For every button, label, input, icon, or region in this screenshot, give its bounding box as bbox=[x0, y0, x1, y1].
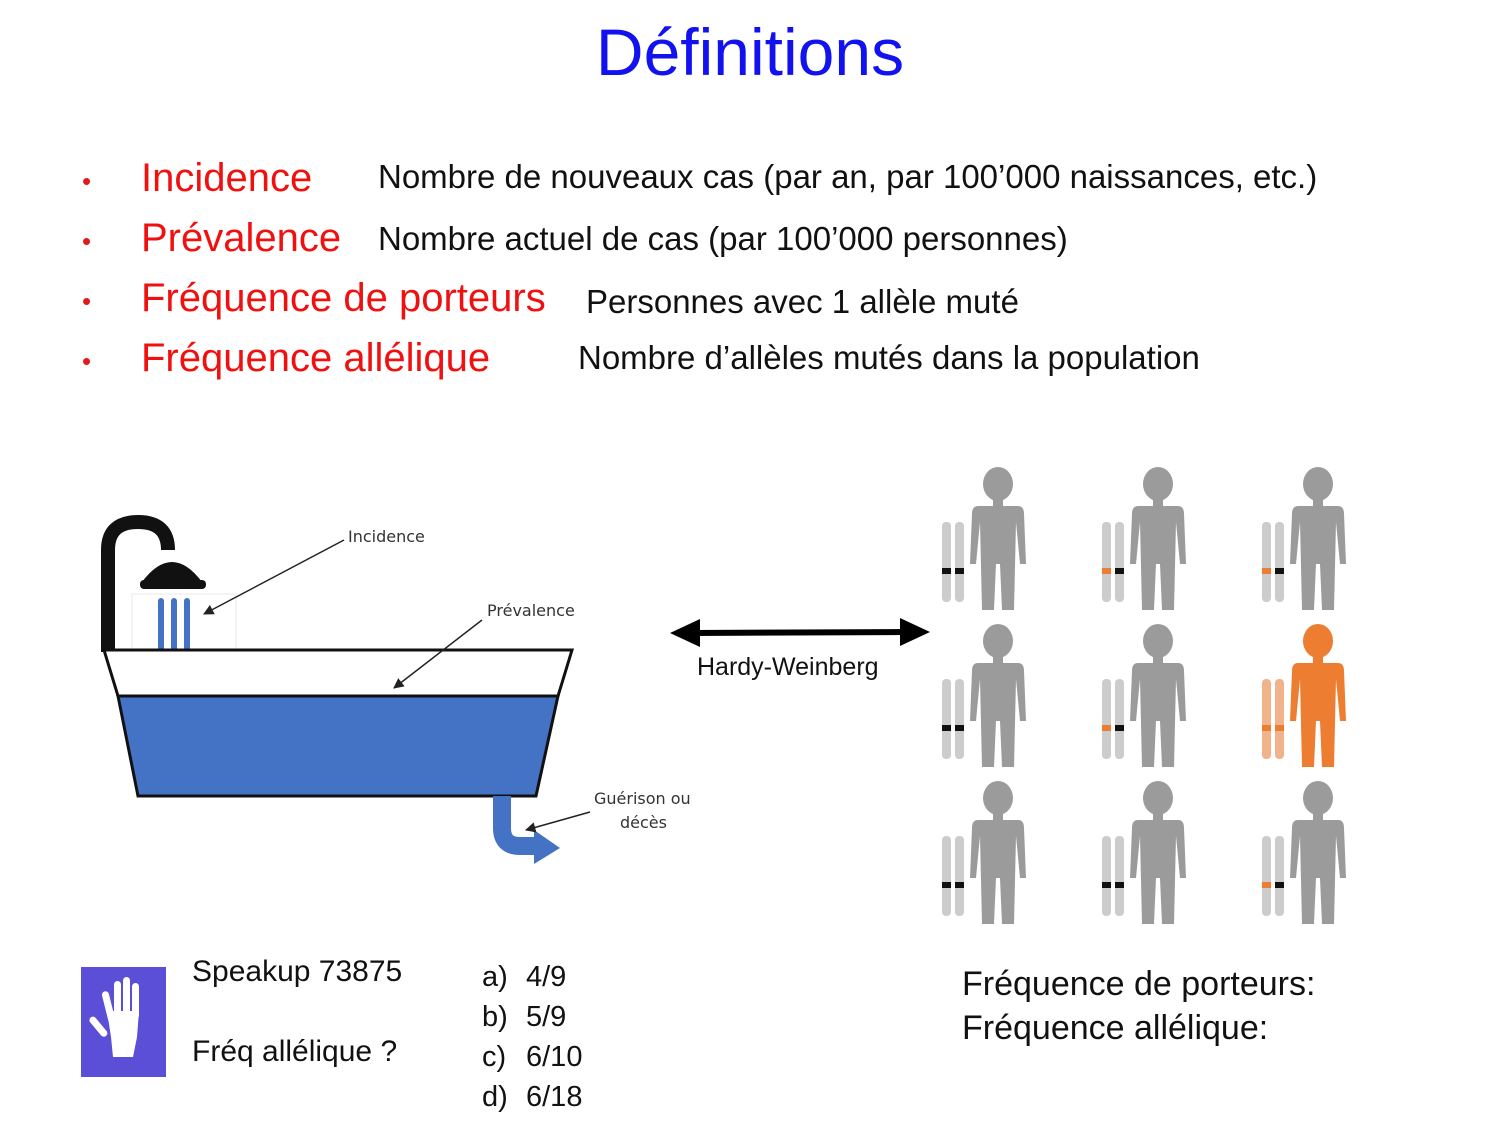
person-with-chromosomes bbox=[1262, 624, 1346, 767]
person-with-chromosomes bbox=[1262, 467, 1346, 610]
person-with-chromosomes bbox=[942, 624, 1026, 767]
person-icon bbox=[1290, 624, 1346, 767]
speakup-code: Speakup 73875 bbox=[192, 955, 403, 988]
raised-hand-icon bbox=[81, 967, 166, 1077]
person-icon bbox=[1130, 781, 1186, 924]
person-with-chromosomes bbox=[1102, 781, 1186, 924]
term-allelic-frequency: Fréquence allélique bbox=[141, 336, 491, 380]
person-with-chromosomes bbox=[1102, 624, 1186, 767]
double-arrow-icon bbox=[670, 618, 930, 647]
answer-list: a)4/9 b)5/9 c)6/10 d)6/18 bbox=[482, 957, 582, 1117]
outflow-label: Guérison ou bbox=[594, 789, 691, 808]
answer-option[interactable]: b)5/9 bbox=[482, 1001, 567, 1033]
person-with-chromosomes bbox=[942, 781, 1026, 924]
chromosome-icon bbox=[1102, 836, 1124, 916]
bullet: • bbox=[82, 166, 92, 196]
allelic-frequency-label: Fréquence allélique: bbox=[962, 1009, 1269, 1047]
person-icon bbox=[1290, 781, 1346, 924]
incidence-label: Incidence bbox=[348, 527, 425, 546]
chromosome-icon bbox=[942, 836, 964, 916]
bullet: • bbox=[82, 286, 92, 316]
shower-icon bbox=[101, 514, 237, 664]
carrier-frequency-label: Fréquence de porteurs: bbox=[962, 965, 1316, 1003]
bullet: • bbox=[82, 346, 92, 376]
definition-carrier-frequency: Personnes avec 1 allèle muté bbox=[586, 283, 1019, 320]
term-carrier-frequency: Fréquence de porteurs bbox=[141, 276, 546, 320]
answer-option[interactable]: a)4/9 bbox=[482, 961, 567, 993]
term-prevalence: Prévalence bbox=[141, 216, 342, 260]
person-icon bbox=[1290, 467, 1346, 610]
chromosome-icon bbox=[1262, 836, 1284, 916]
answer-option[interactable]: c)6/10 bbox=[482, 1041, 583, 1073]
person-icon bbox=[970, 467, 1026, 610]
definition-prevalence: Nombre actuel de cas (par 100’000 person… bbox=[378, 220, 1068, 257]
person-with-chromosomes bbox=[942, 467, 1026, 610]
person-icon bbox=[1130, 467, 1186, 610]
person-with-chromosomes bbox=[1102, 467, 1186, 610]
chromosome-icon bbox=[1102, 679, 1124, 759]
chromosome-icon bbox=[942, 522, 964, 602]
bathtub-diagram bbox=[101, 514, 591, 864]
definition-allelic-frequency: Nombre d’allèles mutés dans la populatio… bbox=[578, 339, 1200, 376]
person-icon bbox=[970, 624, 1026, 767]
person-icon bbox=[970, 781, 1026, 924]
answer-option[interactable]: d)6/18 bbox=[482, 1081, 583, 1113]
person-icon bbox=[1130, 624, 1186, 767]
chromosome-icon bbox=[1262, 522, 1284, 602]
term-incidence: Incidence bbox=[141, 156, 313, 200]
outflow-label-2: décès bbox=[620, 813, 667, 832]
chromosome-icon bbox=[942, 679, 964, 759]
person-with-chromosomes bbox=[1262, 781, 1346, 924]
prevalence-label: Prévalence bbox=[487, 601, 575, 620]
chromosome-icon bbox=[1262, 679, 1284, 759]
definition-incidence: Nombre de nouveaux cas (par an, par 100’… bbox=[378, 158, 1318, 195]
page-title: Définitions bbox=[595, 15, 905, 89]
chromosome-icon bbox=[1102, 522, 1124, 602]
speakup-question: Fréq allélique ? bbox=[192, 1035, 398, 1068]
bullet: • bbox=[82, 226, 92, 256]
bathtub-icon bbox=[101, 648, 575, 864]
population-grid bbox=[930, 460, 1410, 930]
hardy-weinberg-label: Hardy-Weinberg bbox=[697, 653, 879, 681]
